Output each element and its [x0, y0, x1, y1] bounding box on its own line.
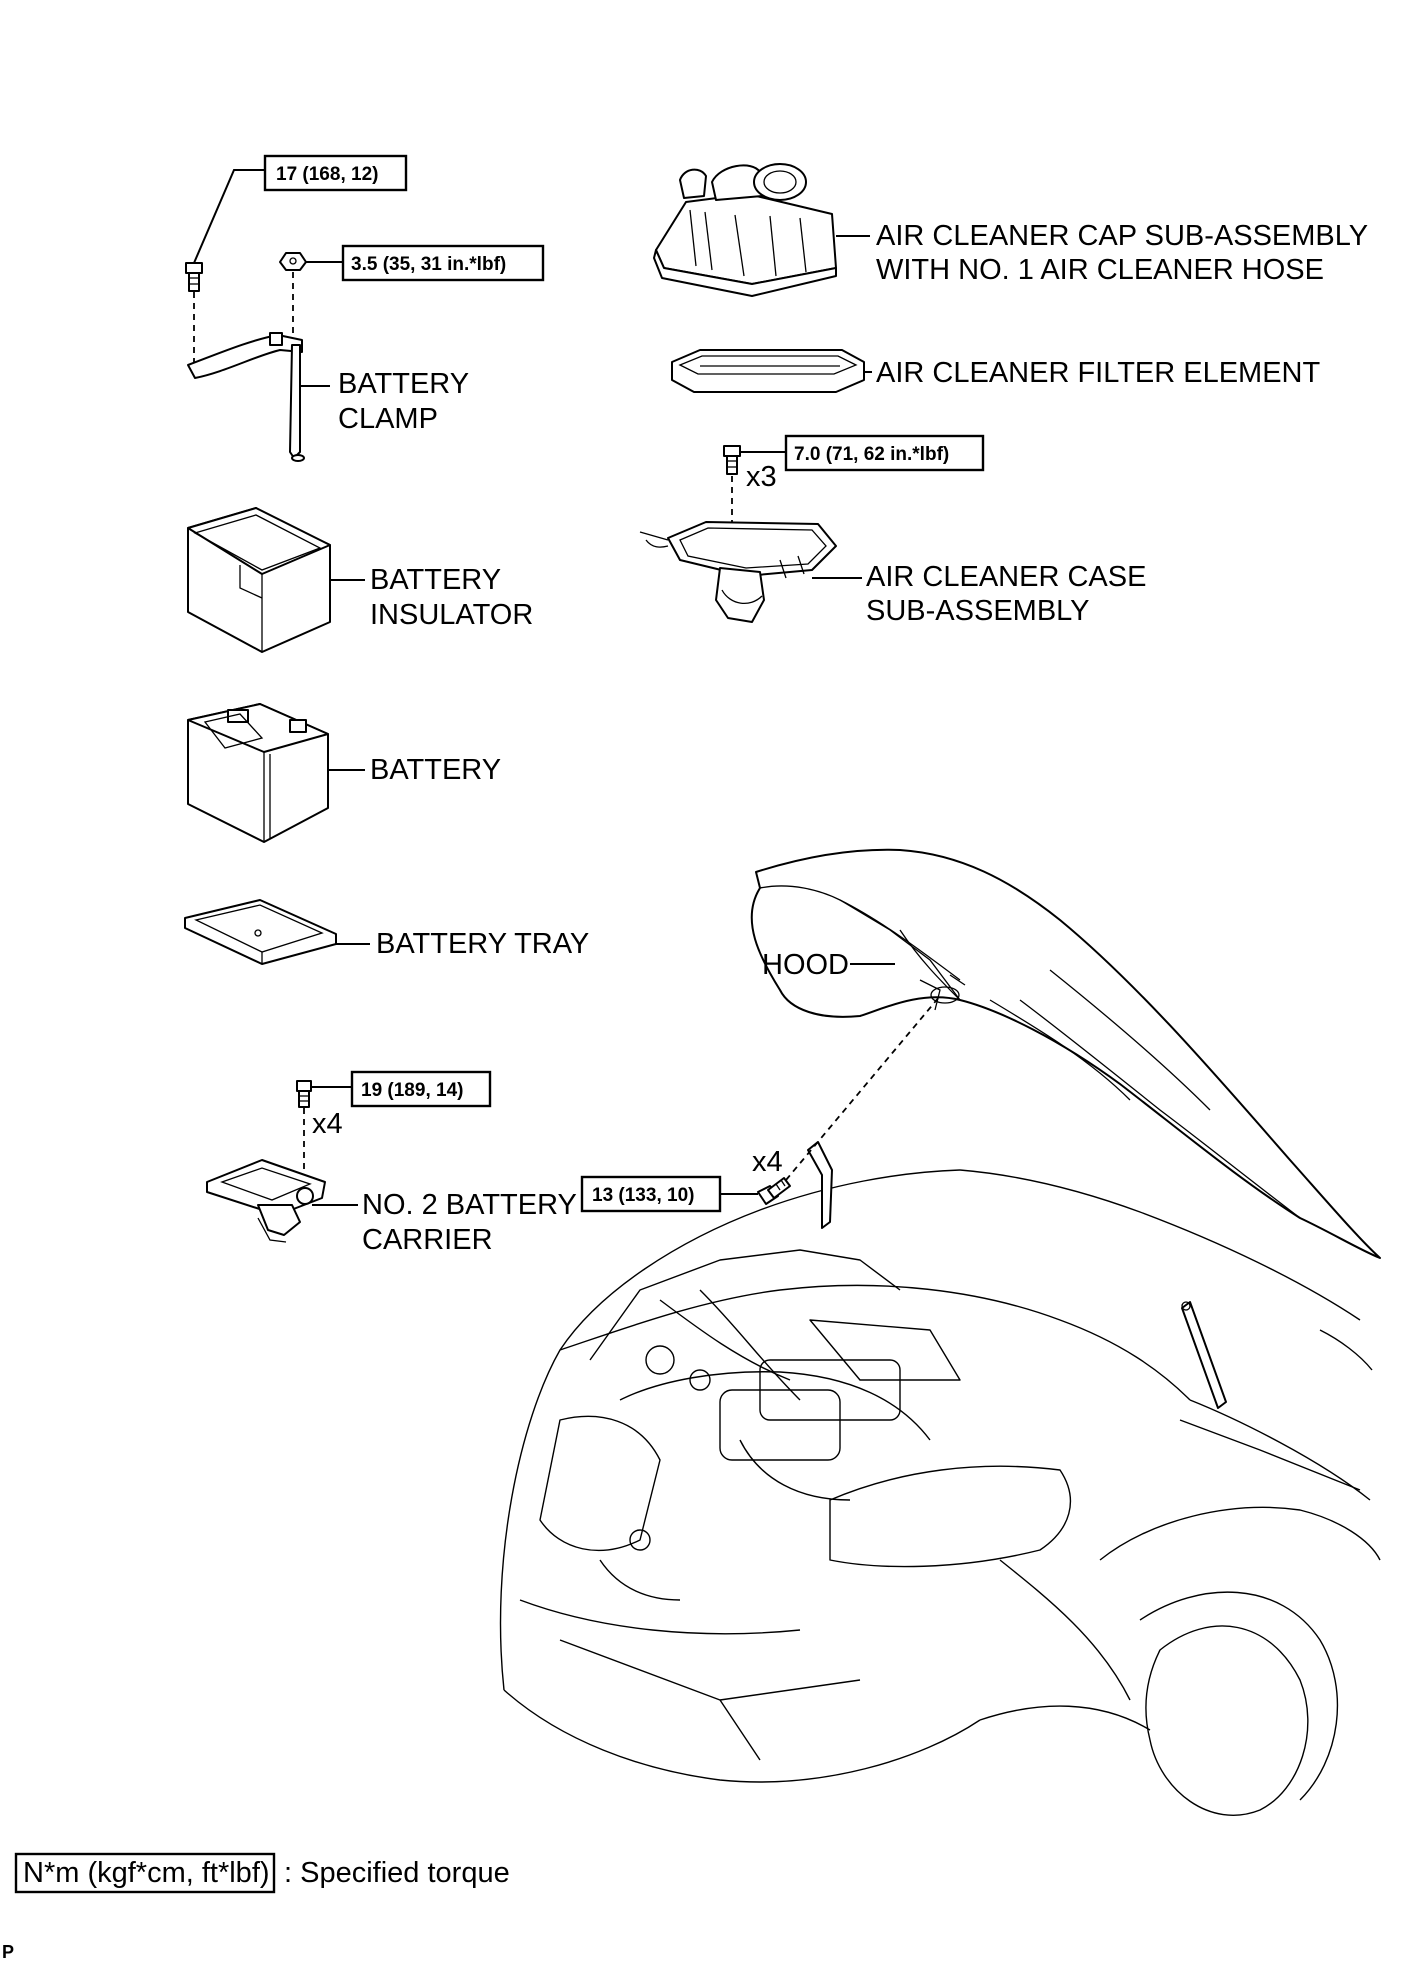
legend-description: : Specified torque — [284, 1857, 510, 1889]
vehicle-front-icon — [499, 1169, 1381, 1816]
air-cleaner-case-icon — [639, 521, 837, 623]
hood-bolt-dashed-line — [785, 995, 941, 1181]
corner-mark: P — [2, 1942, 14, 1962]
battery-insulator-label: INSULATOR — [370, 599, 533, 631]
clamp-bolt-icon — [185, 262, 203, 292]
air-cleaner-filter-icon — [671, 349, 865, 393]
torque-box-clamp-bolt: 17 (168, 12) — [263, 154, 408, 192]
torque-value: 3.5 (35, 31 in.*lbf) — [351, 254, 506, 275]
battery-label: BATTERY — [370, 754, 501, 786]
case-bolt-quantity: x3 — [746, 461, 777, 493]
legend-box-text: N*m (kgf*cm, ft*lbf) — [23, 1857, 270, 1889]
battery-carrier-label: NO. 2 BATTERY — [362, 1189, 577, 1221]
hood-bolt-icon — [757, 1177, 791, 1205]
air-cleaner-cap-label: WITH NO. 1 AIR CLEANER HOSE — [876, 254, 1324, 286]
case-bolt-icon — [723, 445, 741, 475]
air-cleaner-case-label: SUB-ASSEMBLY — [866, 595, 1089, 627]
hood-label: HOOD — [762, 949, 849, 981]
hood-bolt-quantity: x4 — [752, 1146, 783, 1178]
torque-box-case-bolt: 7.0 (71, 62 in.*lbf) — [784, 434, 985, 472]
battery-tray-icon — [184, 899, 337, 965]
torque-box-clamp-nut: 3.5 (35, 31 in.*lbf) — [341, 244, 545, 282]
clamp-nut-icon — [279, 252, 307, 271]
air-cleaner-filter-label: AIR CLEANER FILTER ELEMENT — [876, 357, 1321, 389]
battery-clamp-label: CLAMP — [338, 403, 438, 435]
air-cleaner-cap-icon — [653, 163, 837, 297]
torque-box-hood-bolt: 13 (133, 10) — [580, 1175, 722, 1213]
battery-carrier-icon — [206, 1159, 326, 1243]
torque-box-carrier-bolt: 19 (189, 14) — [350, 1070, 492, 1108]
carrier-bolt-quantity: x4 — [312, 1108, 343, 1140]
torque-legend: N*m (kgf*cm, ft*lbf) : Specified torque — [14, 1852, 510, 1894]
battery-clamp-icon — [187, 332, 305, 462]
battery-insulator-label: BATTERY — [370, 564, 501, 596]
battery-carrier-label: CARRIER — [362, 1224, 493, 1256]
air-cleaner-cap-label: AIR CLEANER CAP SUB-ASSEMBLY — [876, 220, 1368, 252]
torque-value: 17 (168, 12) — [276, 164, 378, 185]
clamp-bolt-leader — [193, 169, 265, 264]
carrier-bolt-icon — [296, 1080, 312, 1108]
hood-hinge-icon — [807, 1141, 833, 1229]
hood-icon — [750, 848, 1381, 1259]
hood-support-rod-icon — [1181, 1301, 1227, 1409]
torque-value: 13 (133, 10) — [592, 1185, 694, 1206]
battery-clamp-label: BATTERY — [338, 368, 469, 400]
air-cleaner-case-label: AIR CLEANER CASE — [866, 561, 1146, 593]
battery-tray-label: BATTERY TRAY — [376, 928, 589, 960]
battery-insulator-icon — [187, 507, 331, 653]
battery-icon — [187, 703, 329, 843]
torque-value: 19 (189, 14) — [361, 1080, 463, 1101]
torque-value: 7.0 (71, 62 in.*lbf) — [794, 444, 949, 465]
